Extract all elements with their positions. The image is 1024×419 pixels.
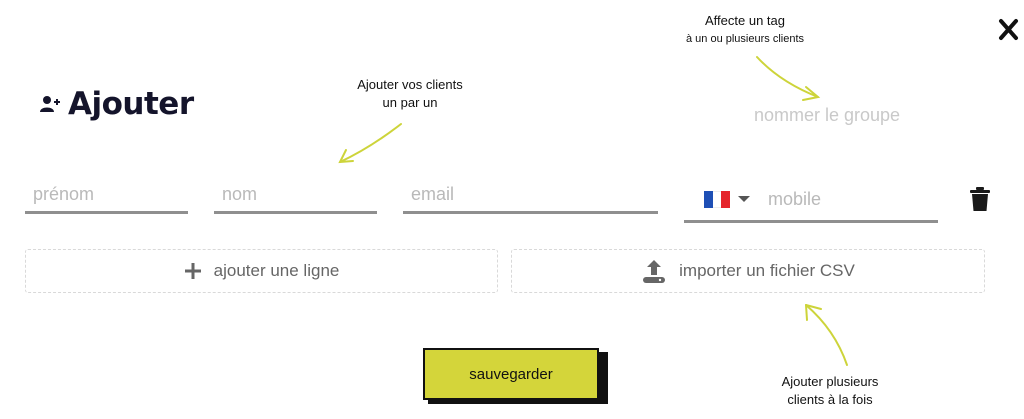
save-button[interactable]: sauvegarder [423, 348, 599, 400]
annotation-tag-line2: à un ou plusieurs clients [685, 33, 804, 45]
close-button[interactable] [996, 14, 1022, 44]
delete-row-button[interactable] [969, 186, 991, 212]
mobile-field-group [684, 178, 938, 223]
arrow-add [339, 123, 402, 163]
add-row-button[interactable]: ajouter une ligne [25, 249, 498, 293]
annotation-bulk-line1: Ajouter plusieurs [781, 374, 879, 389]
country-flag-selector[interactable] [704, 190, 731, 208]
page-header: Ajouter [40, 86, 194, 122]
annotation-bulk: Ajouter plusieurs clients à la fois [755, 373, 905, 409]
annotation-tag: Affecte un tag à un ou plusieurs clients [640, 12, 850, 48]
add-user-icon [40, 94, 62, 114]
annotation-add: Ajouter vos clients un par un [330, 76, 490, 112]
arrow-tag [756, 56, 819, 98]
group-name-input[interactable] [700, 100, 954, 130]
annotation-add-line2: un par un [382, 95, 438, 110]
close-icon [999, 19, 1018, 40]
annotation-tag-line1: Affecte un tag [705, 13, 785, 28]
email-field[interactable] [403, 178, 658, 214]
annotation-bulk-line2: clients à la fois [787, 392, 873, 407]
arrow-bulk [805, 304, 848, 366]
chevron-down-icon[interactable] [738, 196, 750, 202]
import-csv-button[interactable]: importer un fichier CSV [511, 249, 985, 293]
firstname-field[interactable] [25, 178, 188, 214]
mobile-field[interactable] [766, 187, 920, 211]
upload-icon [643, 260, 666, 283]
annotation-add-line1: Ajouter vos clients [357, 77, 463, 92]
lastname-field[interactable] [214, 178, 377, 214]
trash-icon [970, 187, 990, 211]
import-csv-label: importer un fichier CSV [679, 261, 855, 280]
add-row-label: ajouter une ligne [213, 261, 340, 280]
plus-icon [184, 263, 201, 279]
page-title: Ajouter [68, 86, 194, 122]
